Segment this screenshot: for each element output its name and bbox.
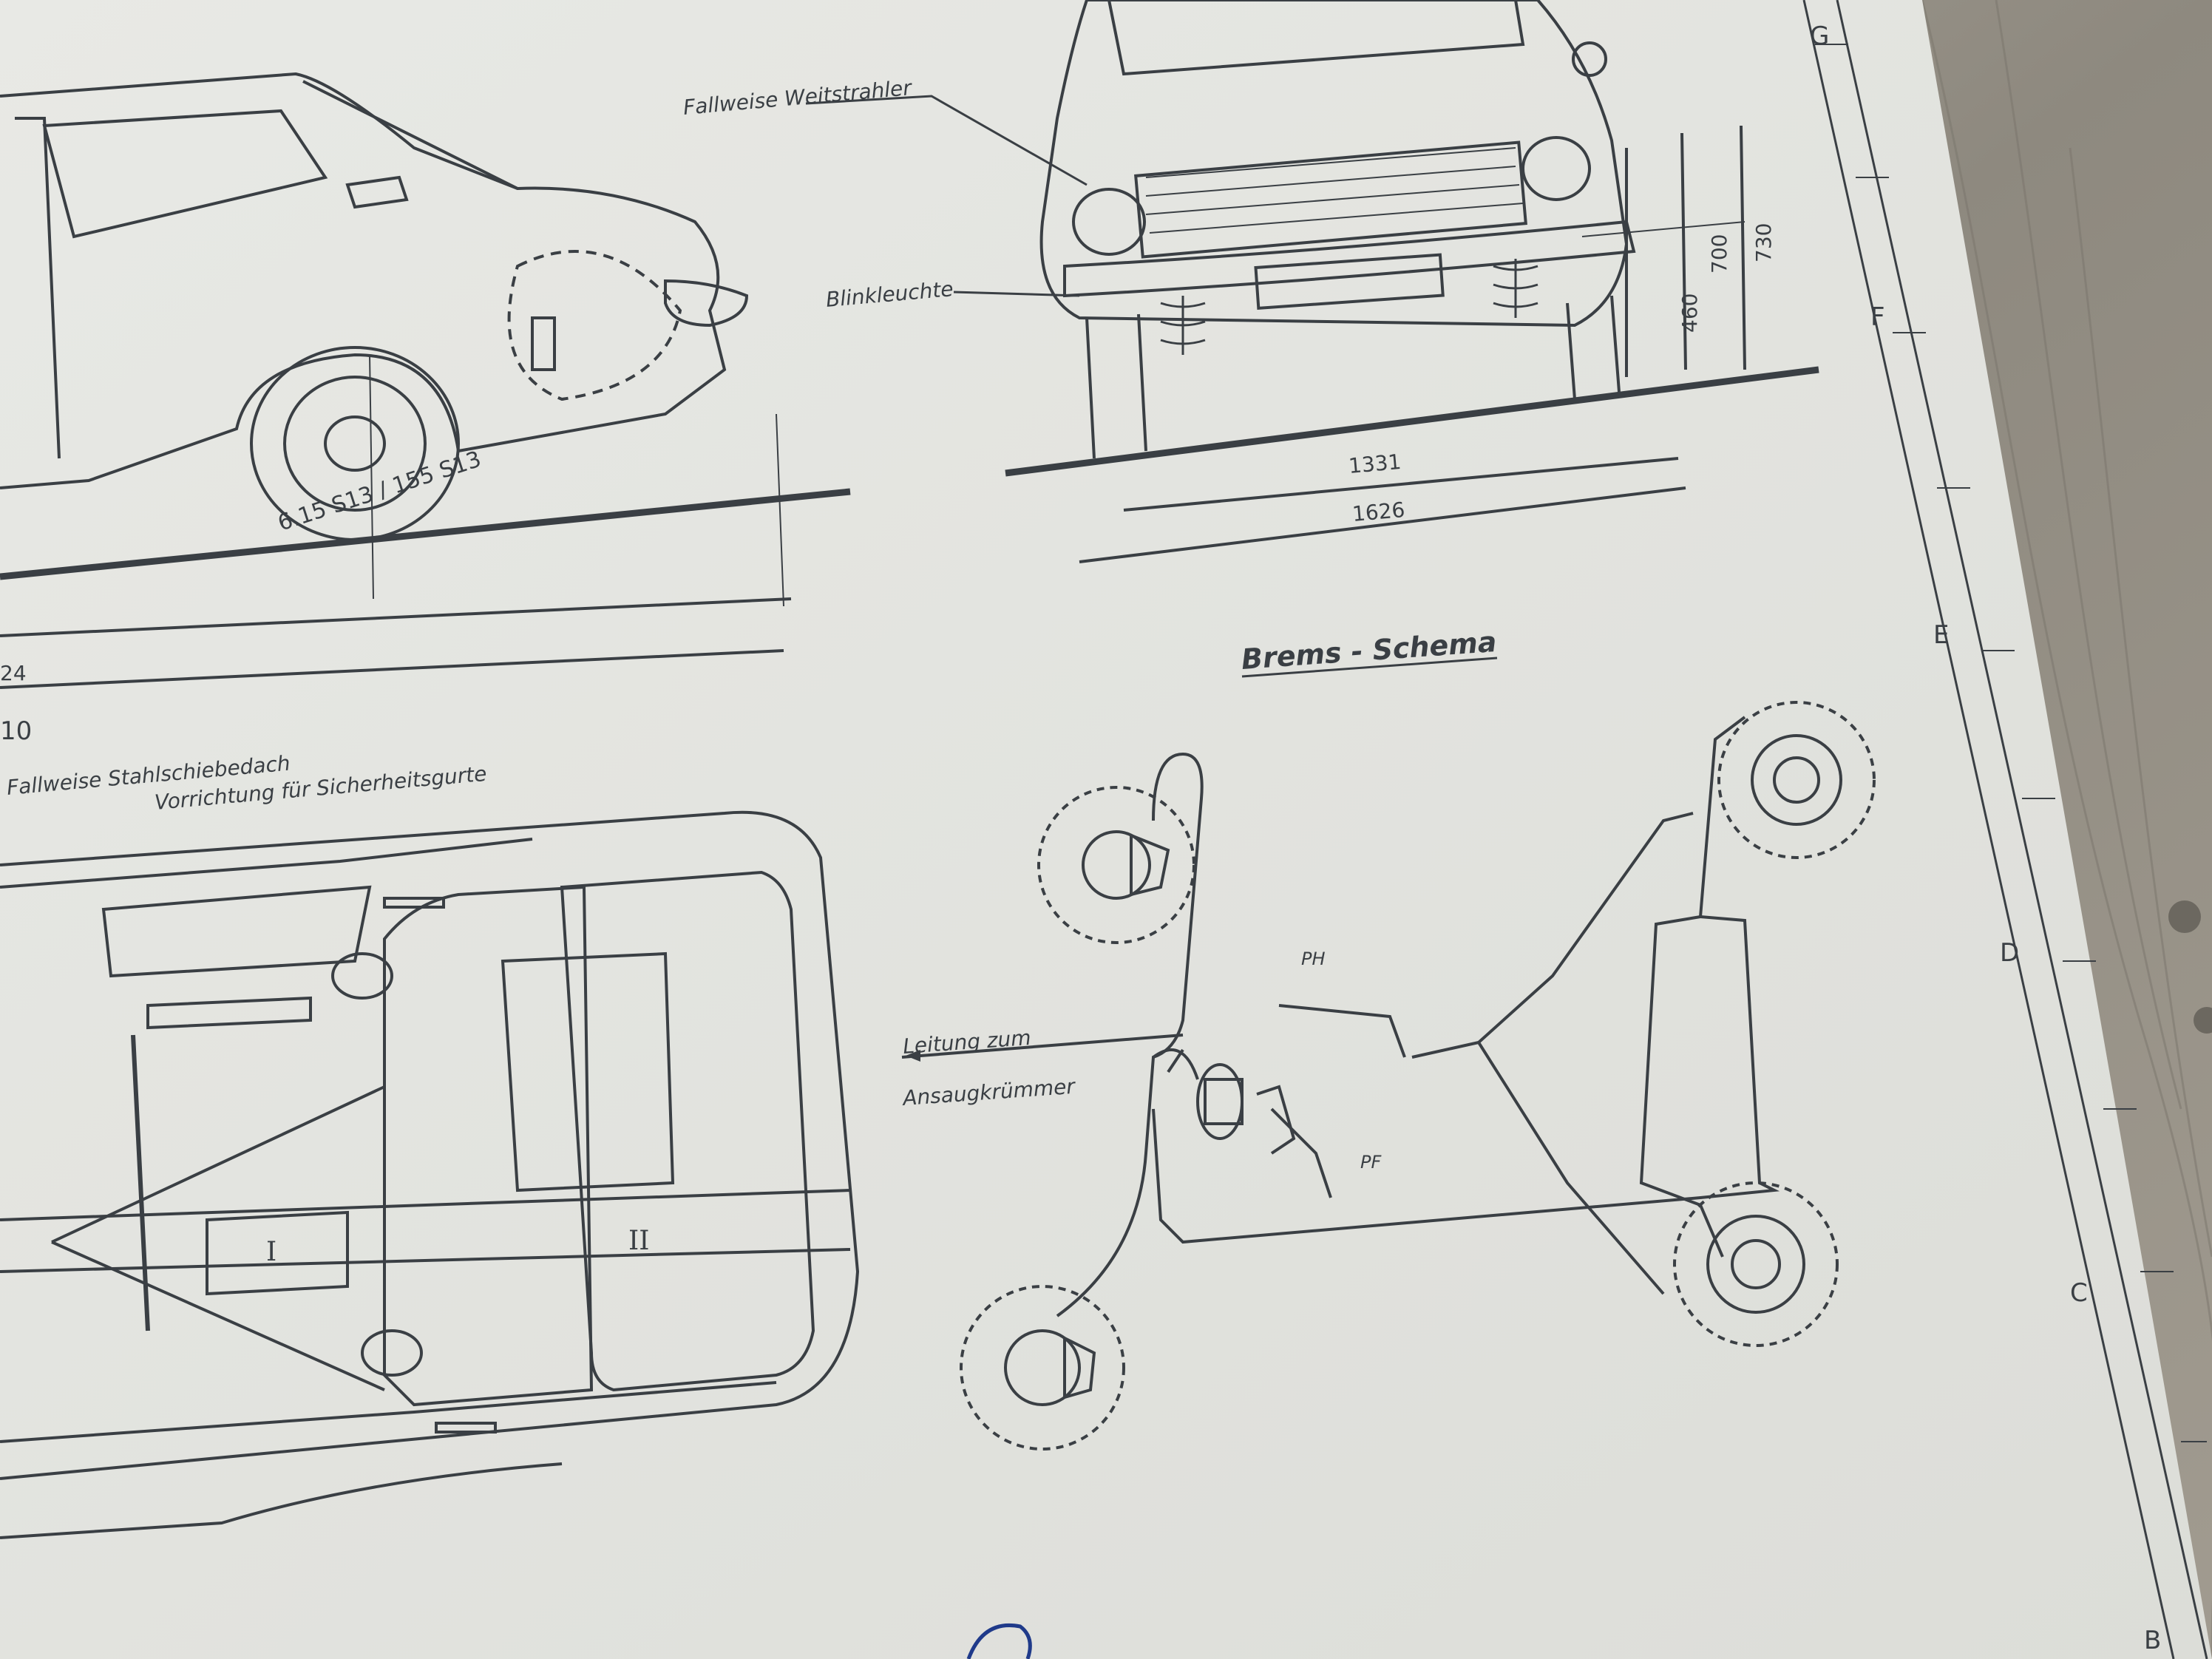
blue-pen-mark [966,1624,1032,1659]
label-pf: PF [1360,1152,1382,1173]
left-headlight [1072,188,1146,256]
pedal-arrow [906,1050,920,1062]
border-letters: G F E D C B [1810,21,2161,1655]
border-letter-b: B [2144,1626,2161,1655]
screw-head [2168,900,2201,933]
border-letter-d: D [2000,938,2019,968]
roman-two-label: II [628,1226,649,1256]
dimension-730: 730 [1751,223,1776,262]
brake-drum-rear-top [1717,701,1876,859]
border-letter-c: C [2070,1278,2088,1308]
border-letter-f: F [1870,302,1885,332]
title-underline [1241,657,1498,678]
underside-view-car [0,810,860,1539]
dimension-700: 700 [1707,234,1731,274]
dimension-label-10: 10 [0,716,32,746]
screw-head [2194,1007,2212,1034]
right-headlight [1521,136,1591,201]
dimension-460: 460 [1677,294,1702,333]
brake-disc-front-left [1037,786,1195,944]
dimension-label-24: 24 [0,661,27,685]
front-view-car [1005,0,1819,563]
sheet-border-frame [1802,0,2208,1659]
grille [1134,140,1527,259]
brake-disc-front-right [960,1285,1125,1451]
side-view-car [0,72,851,689]
roman-one-label: I [266,1237,276,1267]
label-ph: PH [1301,949,1326,969]
leader-line-weitstrahler [805,95,1088,186]
border-letter-e: E [1933,620,1949,650]
dimension-1331: 1331 [1348,449,1402,478]
leader-line-blinkleuchte [953,291,1080,297]
brake-schema-diagram [901,701,1876,1451]
brake-drum-rear-bottom [1673,1181,1839,1347]
border-letter-g: G [1810,21,1829,51]
dimension-1626: 1626 [1351,498,1406,526]
